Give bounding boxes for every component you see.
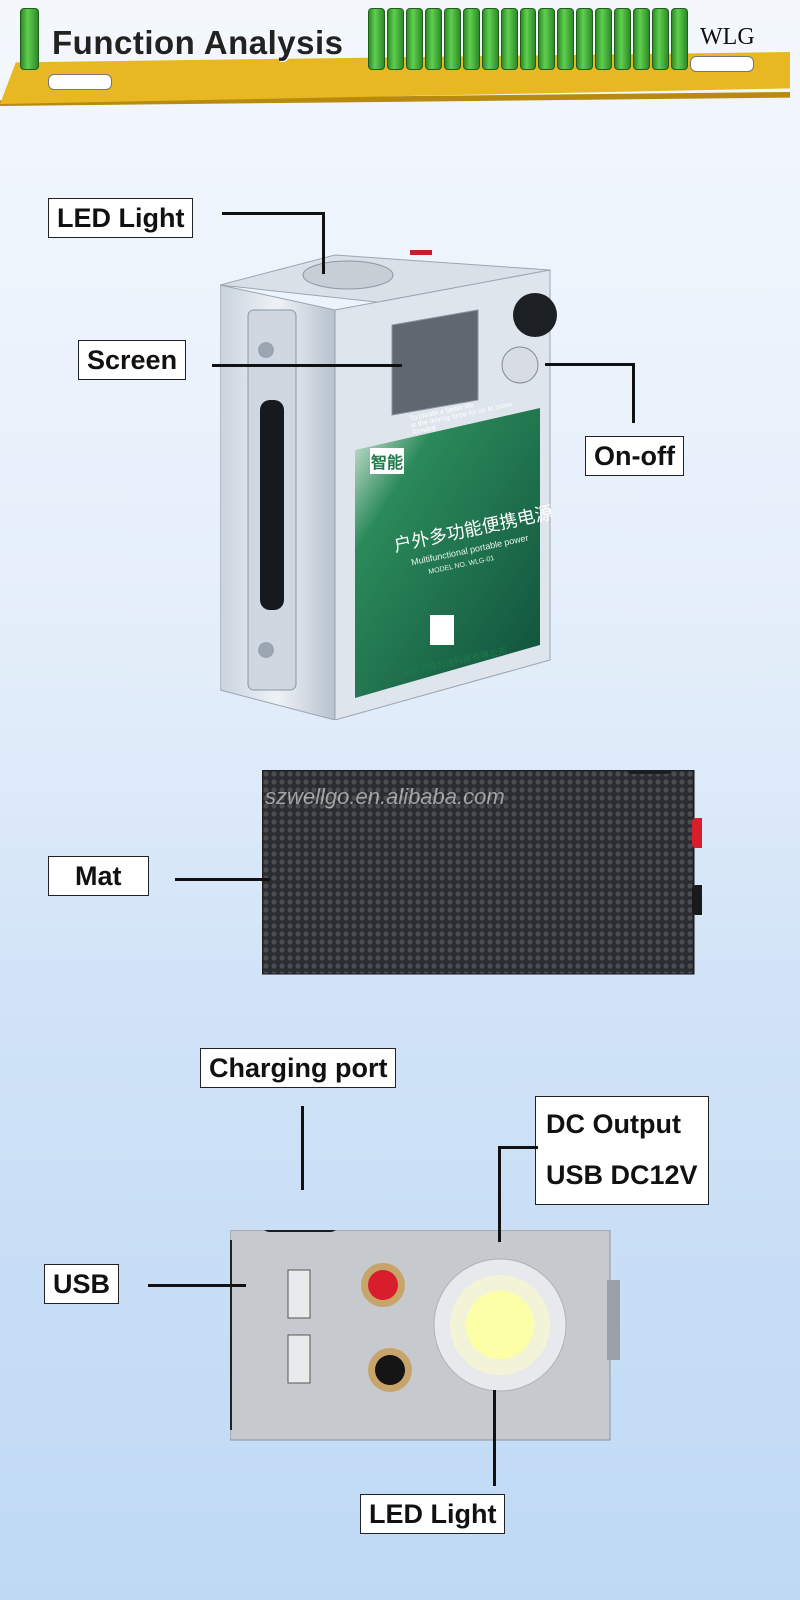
callout-line bbox=[212, 364, 402, 367]
battery-cell-icon bbox=[500, 8, 518, 70]
callout-line bbox=[301, 1106, 304, 1190]
callout-dc-output: DC Output USB DC12V bbox=[535, 1096, 709, 1205]
battery-cell-icon bbox=[443, 8, 461, 70]
battery-cell-icon bbox=[633, 8, 651, 70]
usb-dc12v-label: USB DC12V bbox=[546, 1160, 698, 1191]
battery-cell-icon bbox=[614, 8, 632, 70]
battery-cell-horizontal-icon bbox=[690, 56, 754, 72]
callout-screen: Screen bbox=[78, 340, 187, 381]
battery-cell-icon bbox=[424, 8, 442, 70]
dc-output-label: DC Output bbox=[546, 1109, 681, 1139]
power-station-front-image bbox=[220, 250, 557, 720]
callout-line bbox=[632, 363, 635, 423]
power-station-mat-image bbox=[262, 770, 702, 975]
callout-line bbox=[493, 1390, 496, 1486]
battery-pack-icon bbox=[368, 8, 688, 70]
device-badge: 智能 bbox=[370, 448, 405, 474]
callout-on-off: On-off bbox=[585, 436, 684, 477]
battery-cell-icon bbox=[576, 8, 594, 70]
callout-line bbox=[322, 212, 325, 274]
callout-line bbox=[498, 1146, 538, 1149]
battery-cell-icon bbox=[20, 8, 39, 70]
battery-cell-icon bbox=[538, 8, 556, 70]
battery-cell-icon bbox=[519, 8, 537, 70]
battery-cell-icon bbox=[405, 8, 423, 70]
callout-line bbox=[175, 878, 270, 881]
callout-line bbox=[222, 212, 324, 215]
battery-cell-icon bbox=[652, 8, 669, 70]
battery-cell-icon bbox=[386, 8, 404, 70]
battery-cell-icon bbox=[368, 8, 385, 70]
battery-cell-icon bbox=[462, 8, 480, 70]
callout-line bbox=[545, 363, 635, 366]
brand-logo: WLG bbox=[700, 24, 755, 50]
callout-line bbox=[498, 1146, 501, 1242]
battery-cell-icon bbox=[557, 8, 575, 70]
power-station-side-panel-image bbox=[230, 1230, 620, 1441]
watermark: szwellgo.en.alibaba.com bbox=[265, 784, 505, 809]
callout-line bbox=[148, 1284, 246, 1287]
callout-charging-port: Charging port bbox=[200, 1048, 397, 1089]
callout-usb: USB bbox=[44, 1264, 120, 1305]
page-title: Function Analysis bbox=[52, 24, 344, 61]
battery-cell-icon bbox=[481, 8, 499, 70]
callout-led-light-bottom: LED Light bbox=[360, 1494, 506, 1535]
battery-cell-icon bbox=[671, 8, 688, 70]
battery-cell-horizontal-icon bbox=[48, 74, 112, 90]
battery-cell-icon bbox=[595, 8, 613, 70]
callout-mat: Mat bbox=[48, 856, 149, 897]
callout-led-light-top: LED Light bbox=[48, 198, 194, 239]
